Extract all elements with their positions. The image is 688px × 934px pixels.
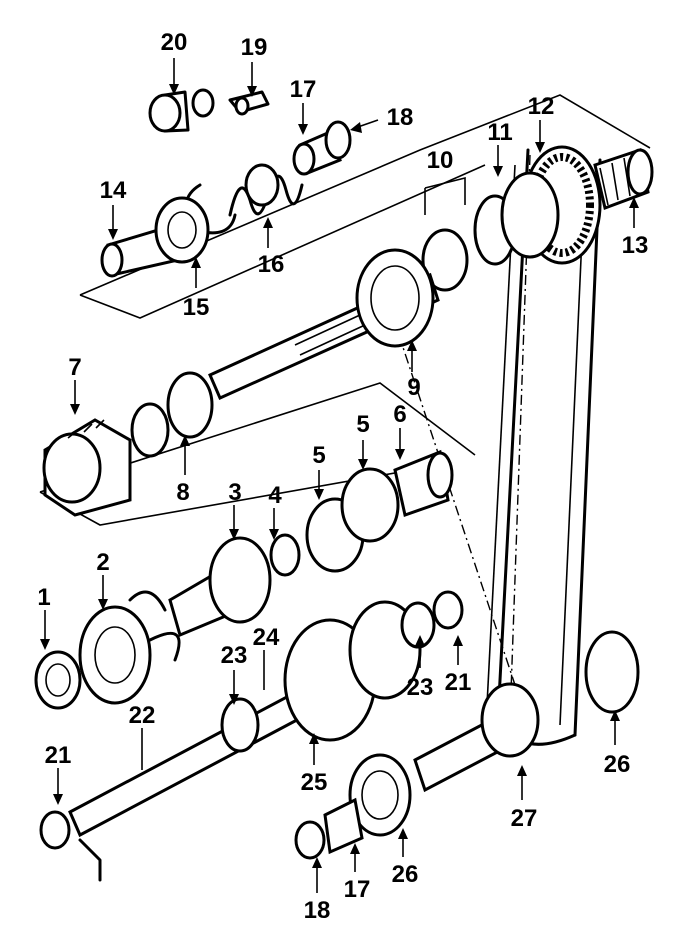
callout-23-right: 23 [407, 674, 434, 701]
input-gear [42, 402, 170, 517]
front-output-shaft [39, 590, 464, 882]
main-shaft [166, 248, 440, 439]
callout-2: 2 [96, 549, 109, 576]
callout-8: 8 [176, 479, 189, 506]
callout-labels: 20 19 17 18 14 16 15 10 11 12 13 9 7 8 5… [37, 29, 648, 924]
callout-5-lower: 5 [312, 442, 325, 469]
callout-26-bottom: 26 [392, 861, 419, 888]
callout-6: 6 [393, 401, 406, 428]
spring-and-ring [184, 163, 304, 235]
callout-22: 22 [129, 702, 156, 729]
callout-10: 10 [427, 147, 454, 174]
callout-21-left: 21 [45, 742, 72, 769]
callout-14: 14 [100, 177, 127, 204]
callout-25: 25 [301, 769, 328, 796]
top-bearing-seal [292, 120, 352, 176]
callout-7: 7 [68, 354, 81, 381]
callout-19: 19 [241, 34, 268, 61]
callout-17-bottom: 17 [344, 876, 371, 903]
callout-20: 20 [161, 29, 188, 56]
leader-lines [40, 58, 639, 893]
callout-13: 13 [622, 232, 649, 259]
callout-11: 11 [487, 119, 512, 146]
callout-15: 15 [183, 294, 210, 321]
callout-3: 3 [228, 479, 241, 506]
sprocket-assembly [421, 148, 654, 292]
callout-9: 9 [407, 374, 420, 401]
middle-gear-train [168, 449, 454, 638]
callout-17-top: 17 [290, 76, 317, 103]
callout-16: 16 [258, 251, 285, 278]
callout-18-top: 18 [387, 104, 414, 131]
callout-5-upper: 5 [356, 411, 369, 438]
callout-18-bottom: 18 [304, 897, 331, 924]
callout-26-right: 26 [604, 751, 631, 778]
rear-output-shaft [100, 196, 210, 278]
callout-12: 12 [528, 93, 555, 120]
callout-1: 1 [37, 584, 50, 611]
front-bearing [34, 590, 181, 710]
callout-23-left: 23 [221, 642, 248, 669]
lower-sprocket [294, 630, 640, 860]
vent-fitting [148, 88, 270, 133]
callout-21-right: 21 [445, 669, 472, 696]
callout-27: 27 [511, 805, 538, 832]
callout-24: 24 [253, 624, 280, 651]
callout-4: 4 [268, 482, 282, 509]
